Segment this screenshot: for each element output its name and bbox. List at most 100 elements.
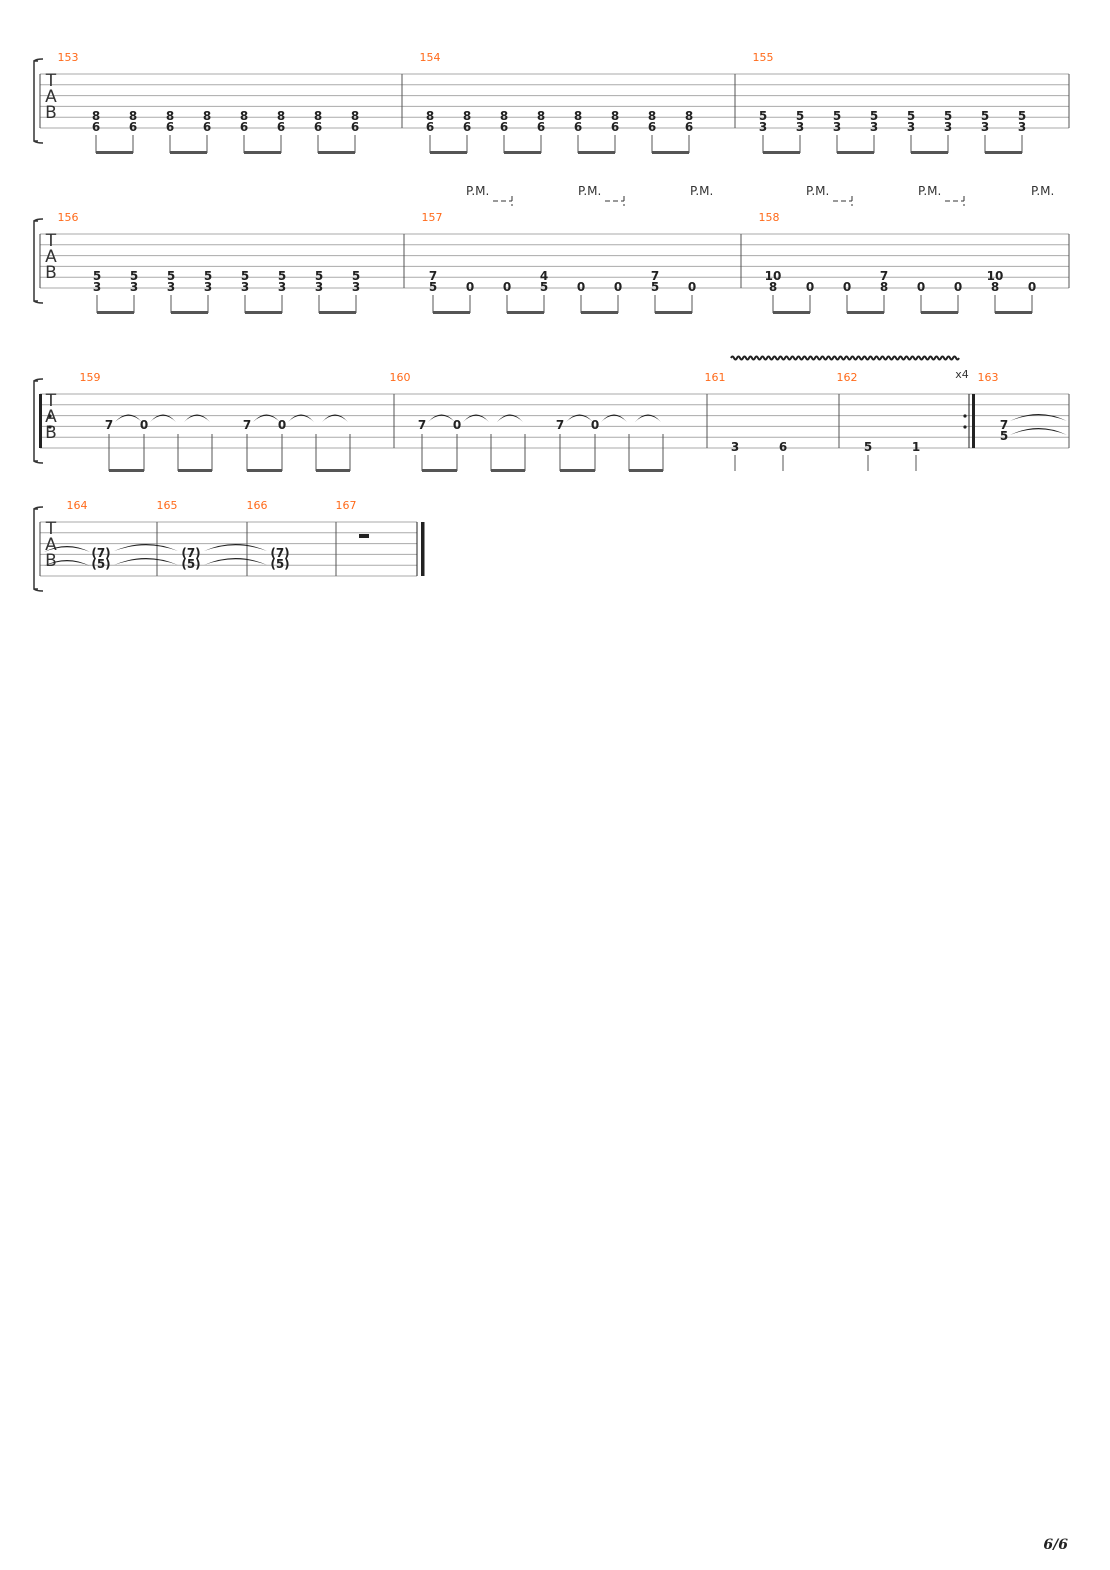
note-beam (773, 311, 810, 314)
fret-number: 5 (540, 280, 548, 294)
fret-number: 8 (500, 109, 508, 123)
measure-number: 157 (422, 211, 443, 224)
tie-arc (115, 414, 142, 422)
fret-number: 3 (731, 440, 739, 454)
fret-number: 6 (426, 120, 434, 134)
tab-clef-letter: B (45, 551, 57, 571)
palm-mute-extension (493, 196, 513, 206)
palm-mute-label: P.M. (466, 184, 489, 198)
fret-number: 3 (93, 280, 101, 294)
fret-number: 0 (591, 418, 599, 432)
fret-number: 5 (93, 269, 101, 283)
tie-arc (566, 414, 593, 422)
fret-number: 6 (351, 120, 359, 134)
fret-number: 5 (796, 109, 804, 123)
fret-number: 3 (796, 120, 804, 134)
fret-number: 6 (314, 120, 322, 134)
measure-number: 165 (157, 499, 178, 512)
measure-number: 160 (390, 371, 411, 384)
tab-clef-letter: T (45, 231, 57, 251)
note-beam (507, 311, 544, 314)
fret-number: 0 (843, 280, 851, 294)
tie-arc (184, 414, 210, 422)
note-beam (837, 151, 874, 154)
note-beam (629, 469, 663, 472)
note-beam (581, 311, 618, 314)
fret-number: 6 (648, 120, 656, 134)
fret-number: 5 (315, 269, 323, 283)
fret-number: (5) (181, 557, 200, 571)
fret-number: 3 (870, 120, 878, 134)
note-beam (316, 469, 350, 472)
fret-number: 5 (352, 269, 360, 283)
tie-arc (463, 414, 489, 422)
fret-number: 8 (314, 109, 322, 123)
palm-mute-label: P.M. (1031, 184, 1054, 198)
fret-number: 8 (240, 109, 248, 123)
tie-arc (114, 558, 178, 565)
fret-number: 8 (648, 109, 656, 123)
fret-number: 5 (204, 269, 212, 283)
fret-number: 0 (140, 418, 148, 432)
note-beam (491, 469, 525, 472)
tie-arc (114, 544, 178, 551)
fret-number: 3 (352, 280, 360, 294)
repeat-count: x4 (955, 368, 969, 381)
measure-number: 154 (420, 51, 441, 64)
note-beam (652, 151, 689, 154)
fret-number: 5 (759, 109, 767, 123)
system-bracket-curl (33, 588, 44, 592)
measure-number: 159 (80, 371, 101, 384)
fret-number: 5 (1000, 429, 1008, 443)
tab-clef-letter: T (45, 519, 57, 539)
fret-number: 7 (418, 418, 426, 432)
fret-number: 5 (833, 109, 841, 123)
fret-number: 5 (870, 109, 878, 123)
note-beam (318, 151, 355, 154)
measure-number: 162 (837, 371, 858, 384)
tie-arc (204, 544, 267, 551)
repeat-start-thick-bar (39, 394, 42, 448)
measure-number: 163 (978, 371, 999, 384)
fret-number: 0 (806, 280, 814, 294)
fret-number: 3 (315, 280, 323, 294)
fret-number: 6 (129, 120, 137, 134)
final-thick-barline (421, 522, 425, 576)
fret-number: 0 (503, 280, 511, 294)
fret-number: 8 (426, 109, 434, 123)
fret-number: 0 (917, 280, 925, 294)
note-beam (244, 151, 281, 154)
fret-number: 8 (537, 109, 545, 123)
fret-number: 0 (954, 280, 962, 294)
fret-number: 8 (880, 280, 888, 294)
fret-number: 8 (769, 280, 777, 294)
fret-number: 0 (577, 280, 585, 294)
measure-number: 155 (753, 51, 774, 64)
palm-mute-label: P.M. (806, 184, 829, 198)
palm-mute-extension (945, 196, 965, 206)
system-bracket-curl (33, 140, 44, 144)
fret-number: 8 (277, 109, 285, 123)
palm-mute-extension (605, 196, 625, 206)
fret-number: 6 (685, 120, 693, 134)
fret-number: 5 (429, 280, 437, 294)
fret-number: (7) (181, 546, 200, 560)
fret-number: (7) (270, 546, 289, 560)
fret-number: 6 (463, 120, 471, 134)
note-beam (247, 469, 282, 472)
fret-number: 5 (944, 109, 952, 123)
tie-arc (150, 414, 176, 422)
fret-number: 5 (130, 269, 138, 283)
note-beam (921, 311, 958, 314)
fret-number: (5) (270, 557, 289, 571)
note-beam (430, 151, 467, 154)
fret-number: 5 (241, 269, 249, 283)
note-beam (655, 311, 692, 314)
note-beam (97, 311, 134, 314)
fret-number: 7 (1000, 418, 1008, 432)
fret-number: 3 (981, 120, 989, 134)
repeat-dot (963, 425, 967, 429)
fret-number: 3 (944, 120, 952, 134)
